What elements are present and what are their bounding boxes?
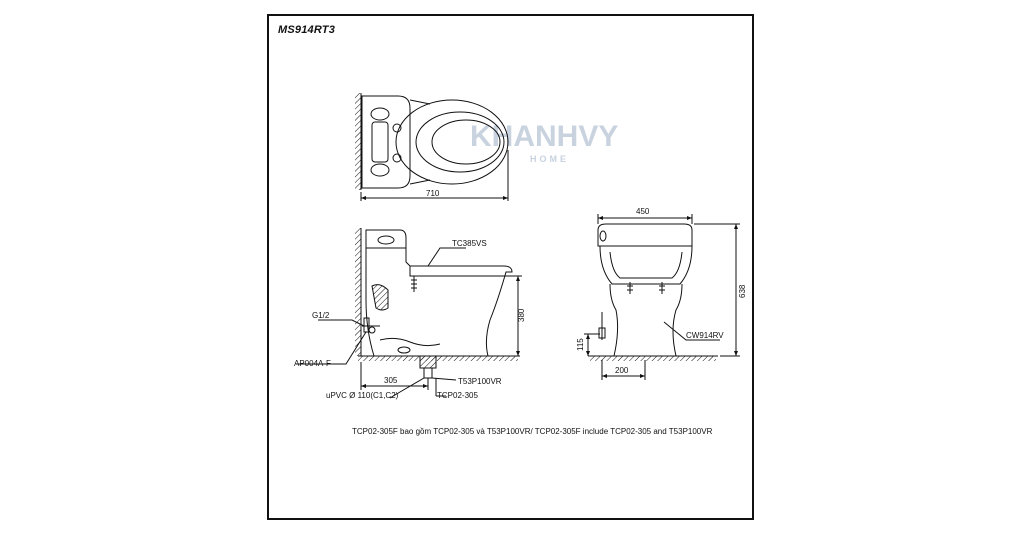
dim-width: 450 [636,207,650,216]
watermark-sub: HOME [530,154,569,164]
wall-hatch-top [355,93,361,190]
dim-supply-height: 115 [576,338,585,351]
dim-top-length: 710 [426,189,440,198]
dim-height: 638 [738,284,747,298]
floor-hatch-front [590,356,716,361]
top-view [355,93,509,201]
callout-valve: AP004A-F [294,359,331,368]
side-view [296,228,522,399]
dim-rough-in: 305 [384,376,398,385]
callout-body: CW914RV [686,331,724,340]
callout-seat: TC385VS [452,239,487,248]
caption: TCP02-305F bao gồm TCP02-305 và T53P100V… [352,427,713,436]
callout-pipe: uPVC Ø 110(C1,C2) [326,391,399,400]
drawing-frame [267,14,754,520]
callout-trap: T53P100VR [458,377,502,386]
callout-flange: TCP02-305 [437,391,478,400]
model-code: MS914RT3 [278,24,336,36]
wall-hatch-side [355,228,361,356]
dim-seat-height: 380 [517,308,526,322]
dim-base-width: 200 [615,366,629,375]
callout-supply: G1/2 [312,311,330,320]
watermark-brand: KHANHVY [470,120,618,153]
front-view [584,214,740,380]
floor-hatch-side [358,356,518,361]
